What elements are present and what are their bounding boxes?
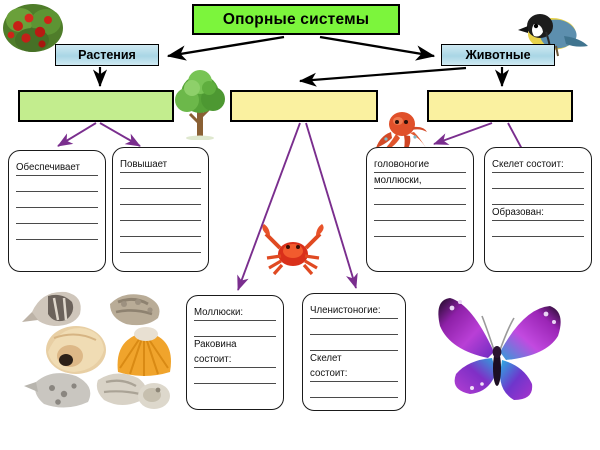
card-line: [16, 176, 98, 192]
green-tree-image: [175, 70, 225, 140]
card-line: [120, 237, 201, 253]
card-line: [16, 208, 98, 224]
card-line: [16, 192, 98, 208]
category-label-animals: Животные: [465, 48, 531, 62]
card-line: Обеспечивает: [16, 160, 98, 176]
card-line: головоногие: [374, 157, 466, 173]
card-line: [120, 173, 201, 189]
crab-image: [262, 224, 324, 276]
category-label-plants: Растения: [78, 48, 136, 62]
card-line: [194, 321, 276, 337]
card-line: Моллюски:: [194, 305, 276, 321]
card-line: [310, 319, 398, 335]
card-line: [492, 189, 584, 205]
diagram-title-box: Опорные системы: [192, 4, 400, 35]
card-line: Скелет состоит:: [492, 157, 584, 173]
card-line: [374, 205, 466, 221]
card-raises[interactable]: Повышает: [112, 147, 209, 272]
card-line: [120, 205, 201, 221]
card-line: Членистоногие:: [310, 303, 398, 319]
butterfly-image: [438, 298, 561, 400]
category-box-animals: Животные: [441, 44, 555, 66]
card-line: [310, 335, 398, 351]
seashells-image: [22, 291, 171, 409]
category-box-plants: Растения: [55, 44, 159, 66]
card-line: моллюски,: [374, 173, 466, 189]
animals-blank-box-2[interactable]: [427, 90, 573, 122]
card-skeleton[interactable]: Скелет состоит: Образован:: [484, 147, 592, 272]
diagram-title-text: Опорные системы: [222, 10, 370, 28]
card-line: Раковина: [194, 339, 237, 350]
card-line: [16, 224, 98, 240]
great-tit-bird-image: [518, 14, 588, 57]
card-cephalopods[interactable]: головоногие моллюски,: [366, 147, 474, 272]
card-line: [492, 221, 584, 237]
card-line: [492, 173, 584, 189]
card-line: состоит:: [194, 352, 276, 368]
card-line: [120, 189, 201, 205]
card-line: Образован:: [492, 205, 584, 221]
card-line: [374, 189, 466, 205]
card-line: [194, 368, 276, 384]
animals-blank-box-1[interactable]: [230, 90, 378, 122]
card-arthropods[interactable]: Членистоногие: Скелет состоит:: [302, 293, 406, 411]
berry-bush-image: [3, 4, 63, 52]
card-line: [374, 221, 466, 237]
card-line: [310, 382, 398, 398]
card-provides[interactable]: Обеспечивает: [8, 150, 106, 272]
card-line: [120, 221, 201, 237]
card-line: Скелет: [310, 353, 342, 364]
card-mollusks[interactable]: Моллюски: Раковина состоит:: [186, 295, 284, 410]
card-line: состоит:: [310, 366, 398, 382]
plants-blank-box[interactable]: [18, 90, 174, 122]
card-line: Повышает: [120, 157, 201, 173]
